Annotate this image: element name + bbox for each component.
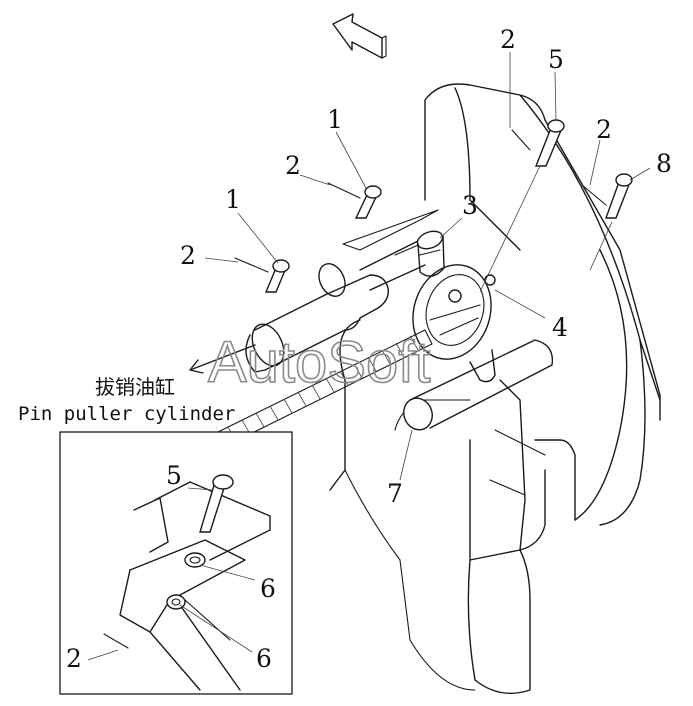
- leader-lines: [204, 52, 651, 481]
- callout-2-b: 2: [180, 241, 196, 270]
- caption-arrow: [189, 344, 256, 371]
- pin-puller-cylinder: [245, 239, 431, 373]
- pin-part-1-upper: [354, 185, 382, 219]
- callout-4: 4: [552, 313, 568, 342]
- caption-chinese: 拔销油缸: [95, 375, 175, 399]
- caption-arrowhead: [189, 359, 204, 374]
- direction-arrow: [332, 13, 387, 59]
- cotter-pin-2-b: [234, 257, 269, 273]
- separation-bracket: [342, 209, 439, 251]
- callout-2-c: 2: [500, 25, 516, 54]
- cotter-pin-2-c: [511, 129, 531, 151]
- callout-2-a: 2: [285, 151, 301, 180]
- pin-part-1-lower: [264, 259, 290, 293]
- detail-inset: [59, 431, 293, 695]
- pin-puller-head-part-4: [412, 264, 496, 383]
- callout-6-lower: 6: [256, 644, 272, 673]
- cotter-pin-2-a: [327, 182, 361, 199]
- callout-5-upper: 5: [548, 45, 564, 74]
- caption-english: Pin puller cylinder: [18, 403, 235, 425]
- watermark-text: AutoSoft: [208, 330, 430, 395]
- cotter-pin-2-d: [581, 184, 607, 206]
- callout-5-inset: 5: [166, 461, 182, 490]
- callout-7: 7: [387, 479, 403, 508]
- callout-3: 3: [462, 191, 478, 220]
- pin-part-8: [605, 173, 633, 219]
- callout-1-lower: 1: [225, 185, 241, 214]
- callout-2-inset: 2: [66, 644, 82, 673]
- pin-part-5-upper: [534, 119, 565, 167]
- shaft-part-7: [403, 339, 554, 431]
- callout-1-upper: 1: [327, 105, 343, 134]
- callout-2-d: 2: [596, 115, 612, 144]
- callout-8: 8: [656, 149, 672, 178]
- callout-6-upper: 6: [260, 574, 276, 603]
